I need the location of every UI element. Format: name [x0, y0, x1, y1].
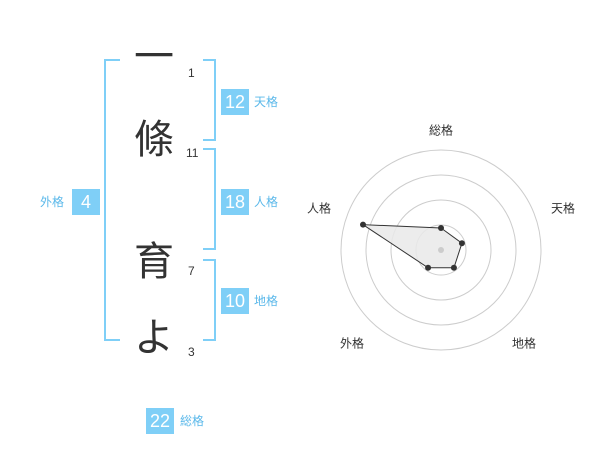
stroke-count-4: 3	[188, 345, 195, 359]
jinkaku-value: 18	[221, 189, 249, 215]
radar-label-jinkaku: 人格	[306, 201, 332, 216]
jinkaku-label: 人格	[254, 195, 279, 209]
radar-ring	[365, 174, 517, 326]
tenkaku-bracket	[203, 59, 216, 141]
radar-ring	[340, 149, 542, 351]
stroke-count-3: 7	[188, 264, 195, 278]
gaikaku-value: 4	[72, 189, 100, 215]
radar-label-soukaku: 総格	[428, 123, 454, 138]
stroke-count-1: 1	[188, 66, 195, 80]
radar-point-3	[450, 264, 457, 271]
radar-point-5	[360, 221, 367, 228]
radar-point-2	[458, 240, 465, 247]
radar-label-chikaku: 地格	[511, 336, 537, 351]
jinkaku-bracket	[203, 148, 216, 250]
chikaku-value: 10	[221, 288, 249, 314]
chikaku-label: 地格	[254, 294, 279, 308]
radar-ring	[390, 199, 492, 301]
radar-label-tenkaku: 天格	[550, 201, 576, 216]
name-char-1: 一	[134, 34, 174, 80]
radar-center-dot	[438, 247, 444, 253]
radar-point-1	[438, 225, 444, 231]
radar-polygon	[361, 224, 463, 269]
chikaku-bracket	[203, 259, 216, 341]
name-char-2: 條	[134, 117, 174, 163]
stroke-count-2: 11	[186, 146, 199, 160]
name-char-4: よ	[134, 315, 174, 361]
soukaku-label: 総格	[180, 414, 205, 428]
gaikaku-bracket	[104, 59, 120, 341]
name-char-3: 育	[134, 239, 174, 285]
radar-label-gaikaku: 外格	[339, 336, 365, 351]
tenkaku-label: 天格	[254, 95, 279, 109]
gaikaku-label: 外格	[40, 195, 65, 209]
radar-point-4	[425, 264, 432, 271]
tenkaku-value: 12	[221, 89, 249, 115]
soukaku-value: 22	[146, 408, 174, 434]
